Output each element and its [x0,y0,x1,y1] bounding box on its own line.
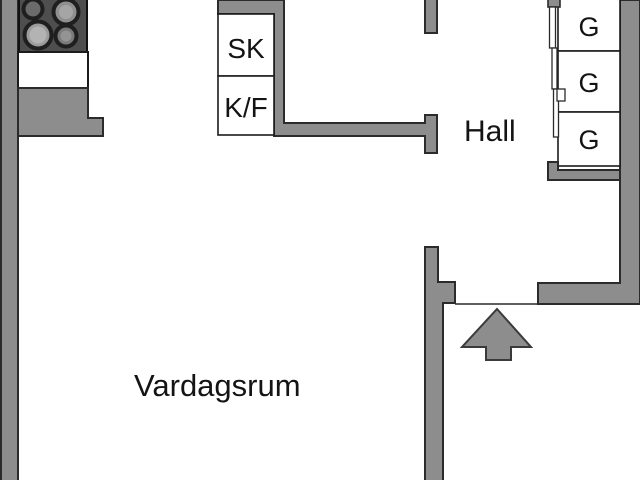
burner-center [59,5,73,19]
cabinet-label-kf: K/F [224,92,268,123]
cabinet-label-sk: SK [227,33,265,64]
burner-icon [21,0,45,21]
closet-door-tab [556,88,566,102]
room-label-hall: Hall [464,115,516,148]
cabinet-box-sk [217,13,275,77]
wall-closet-top-stub [547,0,561,8]
wardrobe-box-2 [557,50,621,113]
burner-center [29,26,47,44]
cabinet-box-kf [217,75,275,136]
wall-entry [424,246,456,480]
kitchen-counter [17,51,89,89]
closet-door-leaf [552,88,560,138]
wall-closet-bottom [547,161,621,181]
wall-left [0,0,19,480]
wardrobe-box-1 [557,0,621,52]
stove-icon [18,0,88,53]
room-label-living-room: Vardagsrum [134,368,301,403]
wardrobe-box-3 [557,111,621,167]
entrance-arrow-icon [459,307,534,361]
burner-center [60,30,72,42]
wardrobe-label-2: G [578,68,599,98]
wardrobe-label-3: G [578,125,599,155]
closet-door-leaf [551,47,558,90]
wardrobe-label-1: G [578,12,599,42]
wall-kitchen-lower [17,87,104,137]
closet-door-leaf [548,6,557,49]
wall-stub-top [424,0,438,34]
